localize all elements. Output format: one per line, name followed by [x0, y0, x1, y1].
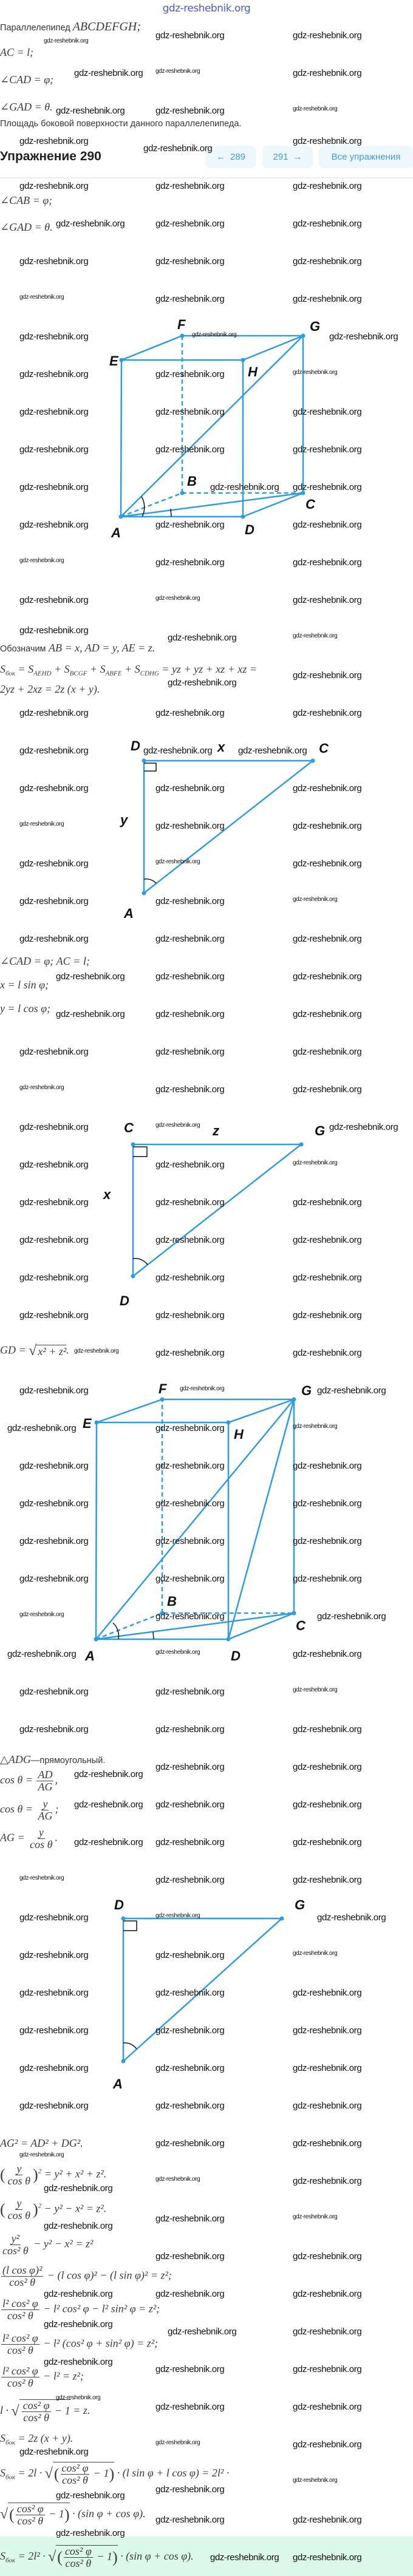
tri3-label-D: D: [114, 1897, 124, 1912]
cube2-label-B: B: [167, 1594, 177, 1609]
find-statement: Площадь боковой поверхности данного пара…: [0, 119, 242, 129]
all-exercises-label: Все упражнения: [331, 152, 401, 162]
given-ac: AC = l;: [0, 46, 34, 58]
tri2-label-C: C: [124, 1120, 134, 1135]
cube-figure-2: [95, 1398, 295, 1640]
notation-formula: AB = x, AD = y, AE = z.: [48, 642, 155, 654]
cube1-label-E: E: [109, 353, 119, 369]
cube1-label-D: D: [245, 522, 254, 537]
tri2-label-G: G: [315, 1123, 325, 1138]
cube1-label-F: F: [177, 317, 186, 332]
tri1-label-D: D: [131, 738, 140, 753]
cube2-label-F: F: [159, 1381, 167, 1396]
cube1-label-A: A: [111, 525, 121, 540]
cube1-label-G: G: [310, 319, 320, 334]
tri1-label-y: y: [120, 812, 129, 828]
cube1-label-B: B: [187, 474, 197, 489]
side-area-result: 2yz + 2xz = 2z (x + y).: [0, 683, 100, 695]
side-area-sum: Sбок = SAEHD + SBCGF + SABFE + SCDHG = y…: [0, 663, 258, 678]
gd-equation: GD = √x² + z².: [0, 1343, 69, 1359]
given-gad: ∠GAD = θ.: [0, 101, 53, 113]
cube2-label-C: C: [296, 1618, 306, 1633]
cube2-label-A: A: [84, 1648, 95, 1664]
tri1-label-x: x: [217, 739, 225, 755]
solution-cab: ∠CAB = φ;: [0, 194, 53, 206]
y-equation: y = l cos φ;: [0, 1002, 51, 1014]
notation-word: Обозначим: [0, 644, 46, 654]
cube2-label-E: E: [83, 1416, 92, 1431]
pythagoras: AG² = AD² + DG².: [0, 2137, 83, 2149]
triangle-cgd: [132, 1143, 304, 1278]
given-figure-word: Параллелепипед: [0, 23, 70, 33]
notation-line: Обозначим AB = x, AD = y, AE = z.: [0, 642, 155, 654]
cube1-vertices: [118, 333, 305, 519]
s-symbol: S: [0, 663, 5, 675]
prev-exercise-label: 289: [230, 152, 246, 162]
triangle-dga: [122, 1917, 284, 2063]
cube1-edges: [120, 335, 304, 518]
tri1-label-C: C: [319, 741, 329, 756]
header-divider: [0, 177, 413, 178]
given-figure: Параллелепипед ABCDEFGH;: [0, 20, 141, 34]
solution-gad: ∠GAD = θ.: [0, 221, 53, 233]
tri2-label-x: x: [103, 1187, 111, 1202]
exercise-title: Упражнение 290: [0, 149, 101, 163]
adg-right-triangle: △ADG—прямоугольный.: [0, 1753, 106, 1765]
cube2-label-G: G: [301, 1383, 312, 1398]
tri1-given: ∠CAD = φ; AC = l;: [0, 955, 90, 967]
next-exercise-button[interactable]: 291 →: [262, 146, 313, 168]
all-exercises-button[interactable]: Все упражнения: [319, 146, 413, 168]
triangle-dca: [143, 760, 315, 895]
cube1-angle-arc: [141, 496, 145, 517]
x-equation: x = l sin φ;: [0, 979, 49, 991]
tri1-label-A: A: [123, 906, 134, 921]
answer-highlight: [0, 2537, 413, 2576]
cube2-label-D: D: [231, 1648, 241, 1664]
site-logo[interactable]: gdz-reshebnik.org: [162, 2, 251, 15]
given-figure-name: ABCDEFGH;: [72, 20, 141, 33]
arrow-right-icon: →: [293, 152, 302, 162]
cube1-label-H: H: [248, 364, 258, 379]
tri3-label-G: G: [295, 1897, 305, 1912]
next-exercise-label: 291: [273, 152, 288, 162]
tri2-label-D: D: [120, 1293, 129, 1308]
prev-exercise-button[interactable]: ← 289: [205, 146, 256, 168]
cube1-label-C: C: [305, 497, 316, 512]
s-sub: бок: [5, 670, 16, 678]
given-cad: ∠CAD = φ;: [0, 73, 54, 86]
tri2-label-z: z: [212, 1123, 219, 1138]
cube2-label-H: H: [234, 1427, 244, 1442]
cube-figure-1: [120, 335, 304, 518]
arrow-left-icon: ←: [216, 152, 225, 162]
tri3-label-A: A: [112, 2076, 123, 2092]
s-formula: Sбок = 2z (x + y).: [0, 2432, 73, 2447]
